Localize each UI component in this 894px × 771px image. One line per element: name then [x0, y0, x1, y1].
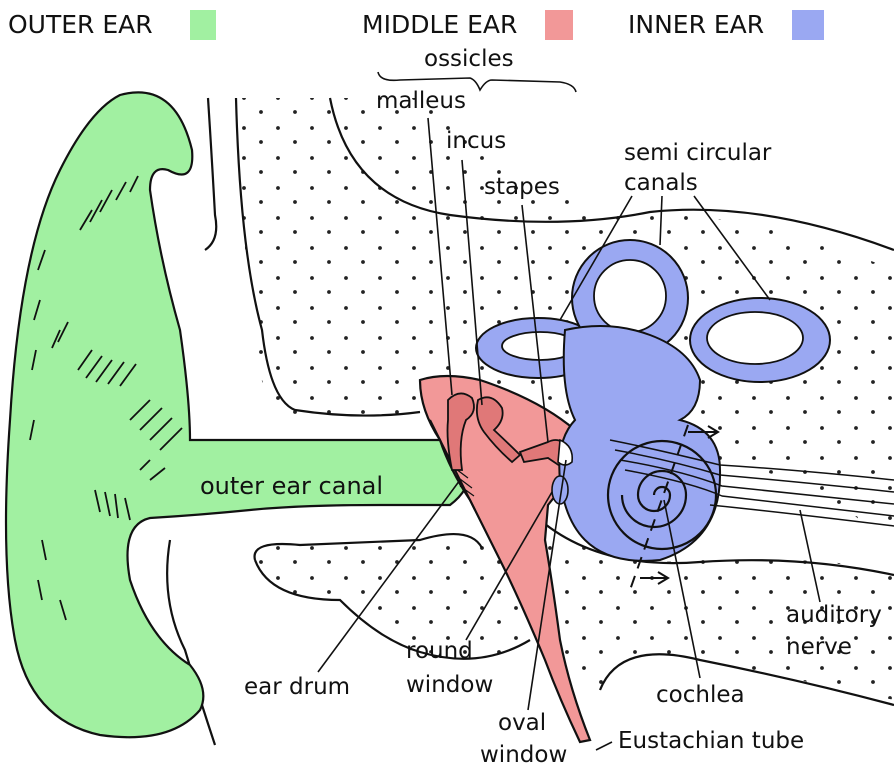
- cochlea-spiral: [608, 441, 716, 549]
- round-window-label: window: [406, 672, 493, 698]
- legend: OUTER EAR MIDDLE EAR INNER EAR: [8, 10, 824, 40]
- semi-circular-label: semi circular: [624, 140, 772, 166]
- legend-middle-swatch: [545, 10, 573, 40]
- legend-inner-label: INNER EAR: [628, 10, 764, 39]
- legend-middle-label: MIDDLE EAR: [362, 10, 517, 39]
- incus-label: incus: [446, 128, 506, 154]
- cochlea-label: cochlea: [656, 682, 745, 708]
- auditory-label: auditory: [786, 602, 882, 628]
- eustachian-leader: [596, 742, 612, 750]
- eustachian-tube-label: Eustachian tube: [618, 728, 804, 754]
- oval-label: oval: [498, 710, 546, 736]
- head-outline-upper: [205, 98, 216, 250]
- legend-outer-label: OUTER EAR: [8, 10, 153, 39]
- ear-drum-label: ear drum: [244, 674, 350, 700]
- legend-inner-swatch: [792, 10, 824, 40]
- round-label: round: [406, 638, 473, 664]
- ossicles-label: ossicles: [424, 46, 514, 72]
- malleus-label: malleus: [376, 88, 466, 114]
- semicircular-canal-side-hole: [707, 312, 803, 364]
- canals-label: canals: [624, 170, 698, 196]
- nerve-label: nerve: [786, 634, 852, 660]
- stapes-label: stapes: [484, 174, 560, 200]
- outer-ear-canal-label: outer ear canal: [200, 472, 383, 500]
- legend-outer-swatch: [190, 10, 216, 40]
- oval-window-label: window: [480, 742, 567, 768]
- semicircular-canal-top-hole: [594, 260, 666, 332]
